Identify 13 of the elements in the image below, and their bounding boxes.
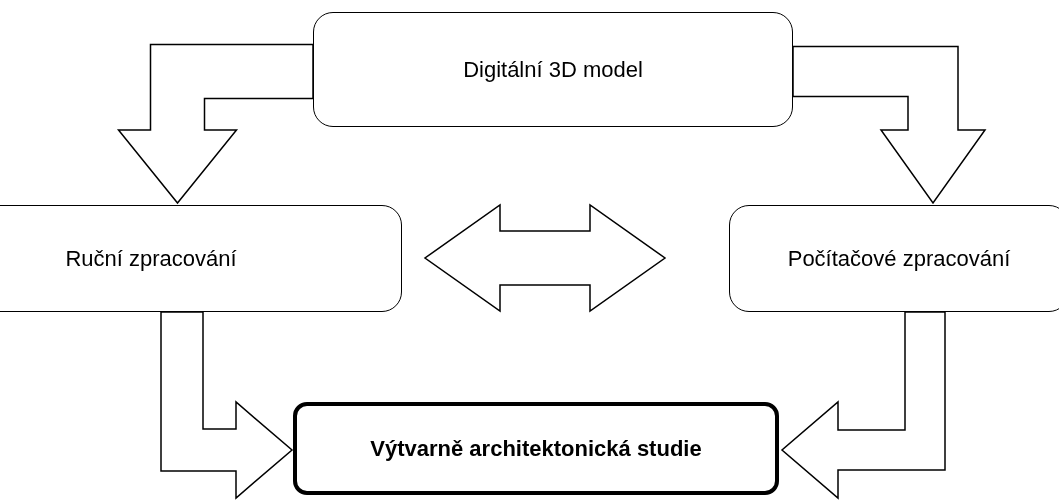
rounded-box <box>729 205 1059 312</box>
box-label: Ruční zpracování <box>65 245 237 272</box>
block-arrow <box>792 45 987 205</box>
box-label: Výtvarně architektonická studie <box>370 435 702 462</box>
box-label: Počítačové zpracování <box>787 245 1011 272</box>
block-arrow <box>160 311 294 500</box>
rounded-box <box>313 12 793 127</box>
rounded-box <box>0 205 402 312</box>
rounded-box <box>293 402 779 495</box>
block-arrow <box>780 311 946 500</box>
box-label: Digitální 3D model <box>463 56 643 83</box>
double-block-arrow <box>423 203 667 313</box>
block-arrow <box>116 43 314 205</box>
